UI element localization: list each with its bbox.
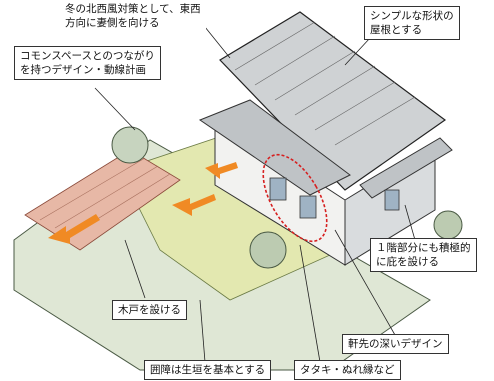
tree-left bbox=[111, 126, 149, 164]
annotation-top-right: シンプルな形状の 屋根とする bbox=[364, 6, 460, 40]
annotation-tataki: タタキ・ぬれ縁など bbox=[294, 360, 401, 380]
lower-eaves bbox=[198, 99, 351, 196]
annotation-fence: 囲障は生垣を基本とする bbox=[144, 360, 272, 380]
annotation-wooden-door: 木戸を設ける bbox=[112, 300, 187, 320]
leader-lines bbox=[94, 26, 416, 363]
circulation-arrows bbox=[48, 162, 238, 244]
shrub-right bbox=[433, 210, 463, 240]
window-3 bbox=[384, 189, 400, 211]
annotation-first-floor-eaves: １階部分にも積極的 に庇を設ける bbox=[370, 238, 477, 272]
eaves-highlight-ellipse bbox=[262, 153, 328, 243]
shrub-center bbox=[249, 231, 287, 269]
annotation-common-space: コモンスペースとのつながり を持つデザイン・動線計画 bbox=[14, 46, 161, 80]
annotation-top-left: 冬の北西風対策として、東西 方向に妻側を向ける bbox=[60, 0, 206, 32]
annotation-deep-eaves: 軒先の深いデザイン bbox=[342, 334, 449, 354]
window-1 bbox=[269, 177, 287, 201]
roof-lines bbox=[234, 21, 416, 146]
window-2 bbox=[299, 195, 317, 219]
side-eaves bbox=[359, 137, 453, 199]
